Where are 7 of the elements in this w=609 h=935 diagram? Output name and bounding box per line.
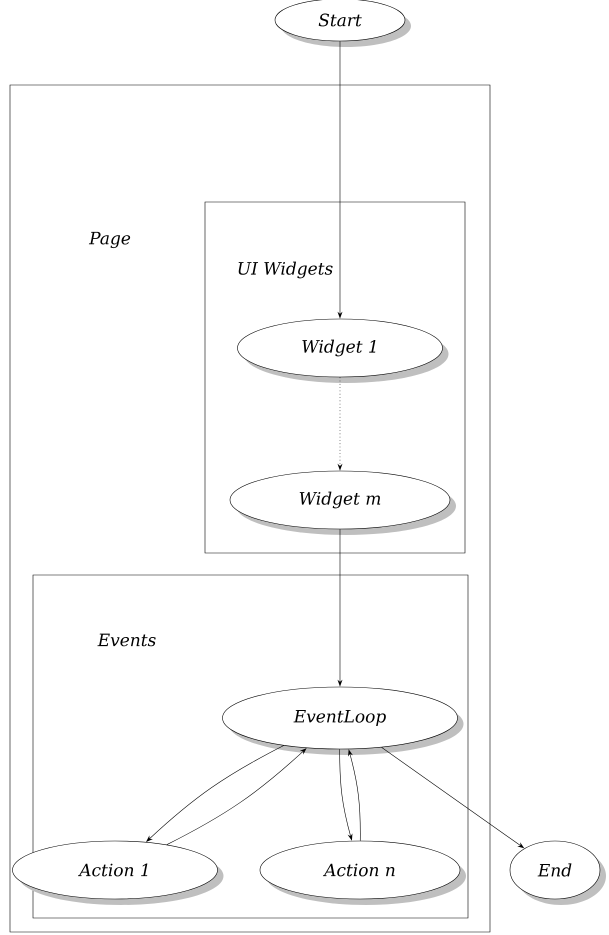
ellipse-node: Widget 1 bbox=[237, 318, 448, 383]
ellipse-node: Start bbox=[274, 0, 411, 47]
ellipse-node: EventLoop bbox=[222, 686, 464, 755]
ellipse-node: End bbox=[510, 840, 606, 905]
ellipse-node: Action 1 bbox=[12, 840, 224, 905]
ellipse-node: Action n bbox=[260, 840, 466, 905]
ellipse-node: Widget m bbox=[230, 470, 456, 535]
